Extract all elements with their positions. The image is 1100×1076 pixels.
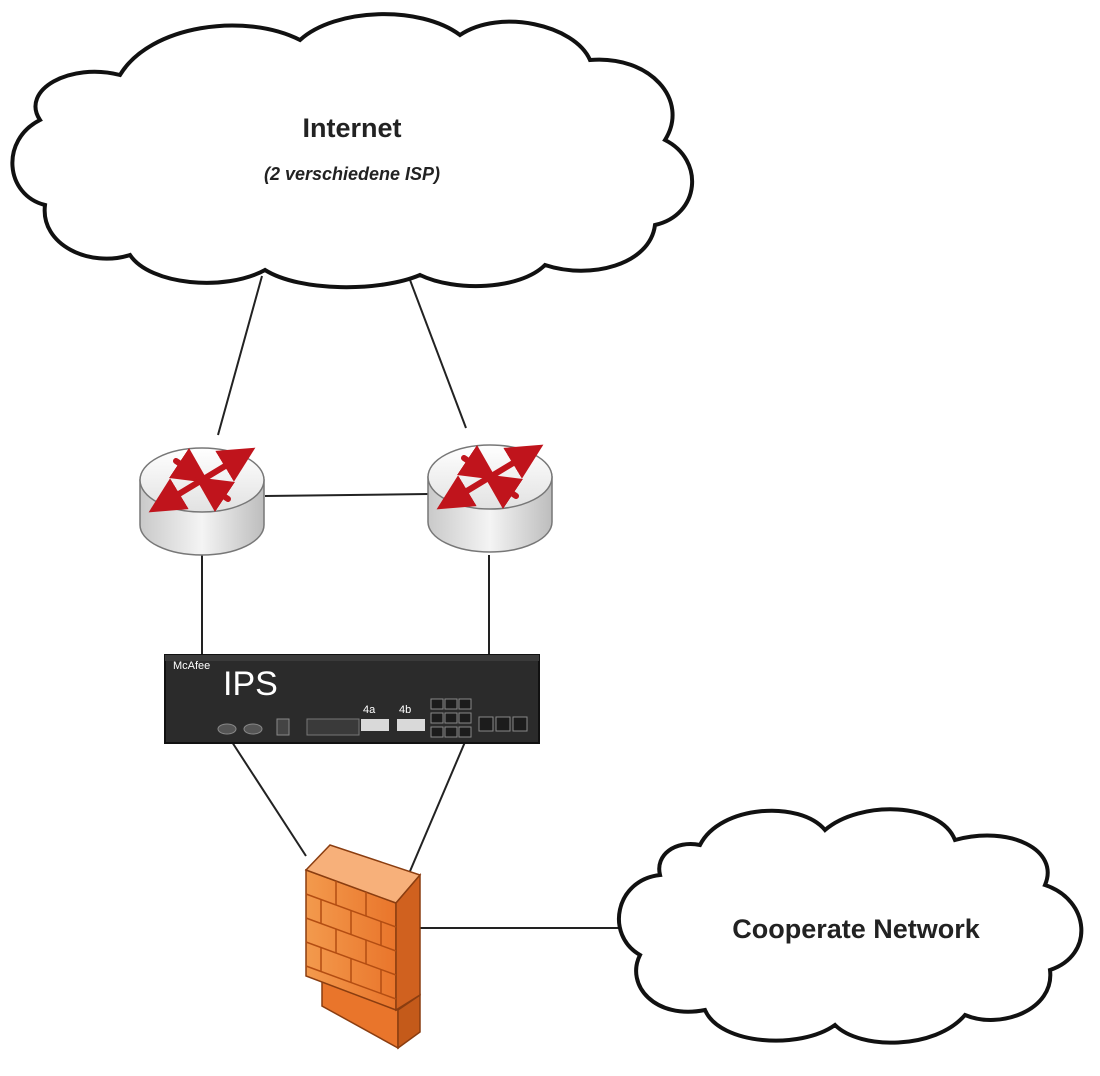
svg-text:McAfee: McAfee	[173, 660, 210, 672]
ips-label: IPS	[223, 665, 278, 703]
corporate-cloud: Cooperate Network	[616, 807, 1084, 1045]
link-internet-router-right	[409, 279, 467, 429]
port-4b-label: 4b	[399, 704, 411, 716]
ips-appliance: McAfee IPS 4a 4b	[164, 654, 540, 744]
link-ips-firewall-left	[231, 741, 307, 857]
cloud-icon	[616, 807, 1084, 1045]
router-right	[427, 444, 553, 553]
corporate-title: Cooperate Network	[732, 914, 981, 944]
firewall	[304, 844, 422, 1050]
link-ips-firewall-right	[401, 741, 466, 891]
internet-title: Internet	[302, 113, 401, 143]
router-left	[139, 447, 265, 556]
ips-appliance-icon: McAfee IPS 4a 4b	[164, 654, 540, 744]
firewall-icon	[304, 844, 422, 1050]
port-4a-label: 4a	[363, 704, 376, 716]
internet-subtitle: (2 verschiedene ISP)	[264, 164, 440, 184]
link-router-router	[264, 493, 429, 497]
cloud-icon	[10, 12, 695, 290]
router-icon	[427, 444, 553, 553]
router-icon	[139, 447, 265, 556]
internet-cloud: Internet (2 verschiedene ISP)	[10, 12, 695, 290]
link-lines	[201, 275, 625, 929]
link-internet-router-left	[217, 275, 263, 436]
